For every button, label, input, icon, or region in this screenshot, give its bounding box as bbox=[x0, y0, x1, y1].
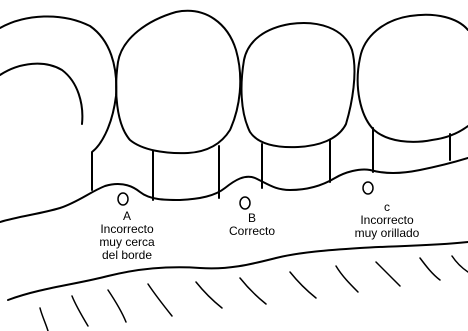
tooth-1-crown bbox=[116, 11, 240, 153]
label-a-line3: del borde bbox=[82, 249, 172, 262]
label-a: A Incorrecto muy cerca del borde bbox=[82, 210, 172, 262]
marker-a-circle bbox=[118, 193, 128, 205]
tooth-1-root bbox=[153, 146, 219, 200]
label-c-line2: muy orillado bbox=[337, 227, 437, 240]
tooth-2-crown bbox=[242, 23, 355, 147]
marker-b-circle bbox=[240, 197, 250, 209]
label-b-line1: Correcto bbox=[214, 225, 290, 238]
tooth-left-partial bbox=[0, 16, 116, 190]
tooth-3-crown bbox=[358, 15, 468, 142]
marker-c-circle bbox=[363, 182, 373, 194]
tissue-hatching bbox=[40, 256, 468, 331]
label-b: B Correcto bbox=[214, 212, 290, 238]
tooth-left-partial-inner bbox=[0, 64, 82, 124]
label-c: c Incorrecto muy orillado bbox=[337, 201, 437, 240]
mucosa-contour bbox=[8, 242, 468, 300]
